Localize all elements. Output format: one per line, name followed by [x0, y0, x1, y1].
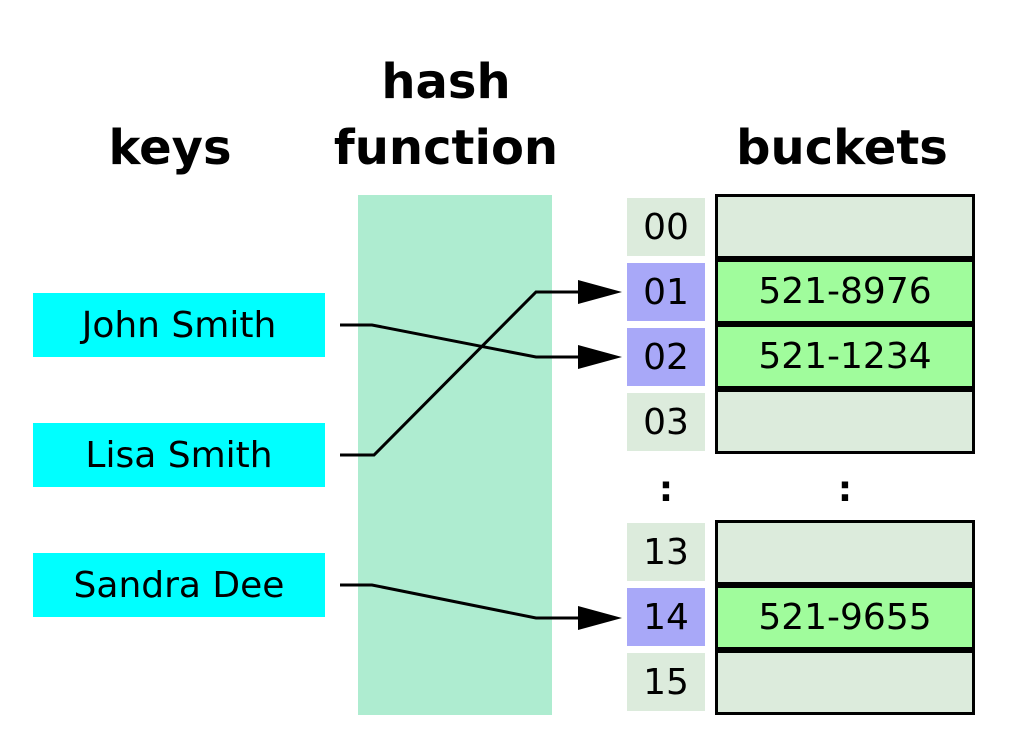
key-sandra-dee: Sandra Dee — [33, 553, 325, 617]
bucket-01: 521-8976 — [715, 259, 975, 324]
hash-function-heading-line1: hash — [381, 54, 511, 110]
bucket-13 — [715, 520, 975, 585]
keys-heading: keys — [108, 120, 232, 176]
hash-function-column — [358, 195, 552, 715]
index-02: 02 — [627, 328, 705, 386]
key-john-smith: John Smith — [33, 293, 325, 357]
index-ellipsis: : — [658, 469, 674, 510]
index-15: 15 — [627, 653, 705, 711]
arrowhead-01 — [578, 280, 622, 304]
key-lisa-smith: Lisa Smith — [33, 423, 325, 487]
buckets-heading: buckets — [736, 120, 948, 176]
arrowhead-14 — [578, 606, 622, 630]
index-01: 01 — [627, 263, 705, 321]
bucket-ellipsis: : — [837, 469, 853, 510]
bucket-00 — [715, 194, 975, 259]
bucket-14: 521-9655 — [715, 585, 975, 650]
index-14: 14 — [627, 588, 705, 646]
bucket-03 — [715, 389, 975, 454]
bucket-15 — [715, 650, 975, 715]
bucket-02: 521-1234 — [715, 324, 975, 389]
index-00: 00 — [627, 198, 705, 256]
arrowhead-02 — [578, 345, 622, 369]
hash-function-heading-line2: function — [333, 120, 559, 176]
index-03: 03 — [627, 393, 705, 451]
index-13: 13 — [627, 523, 705, 581]
